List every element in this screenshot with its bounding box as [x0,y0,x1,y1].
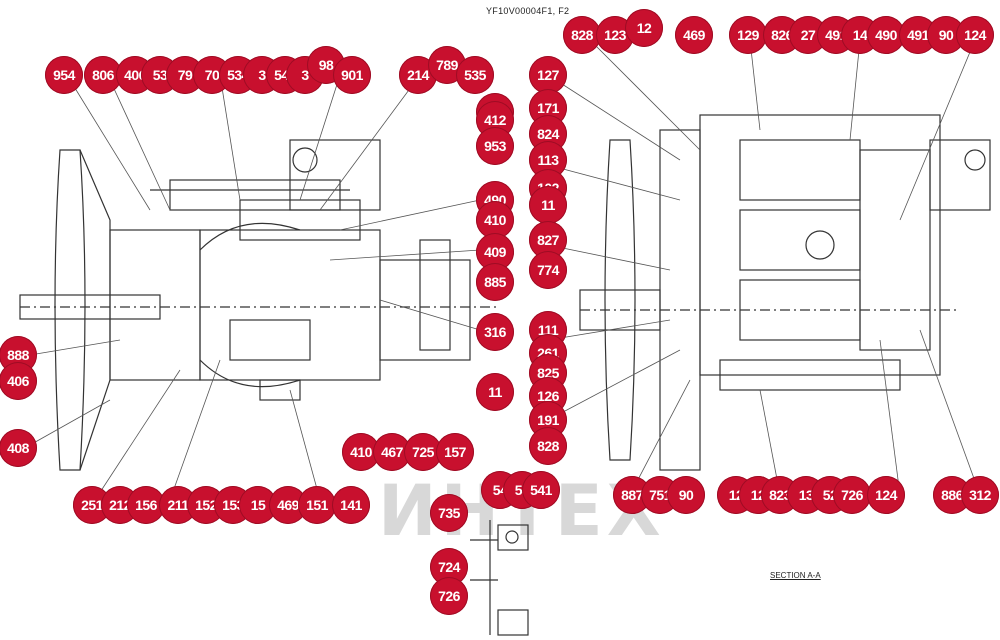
part-callout[interactable]: 953 [476,127,514,165]
part-callout[interactable]: 726 [430,577,468,615]
part-callout[interactable]: 312 [961,476,999,514]
part-callout[interactable]: 12 [625,9,663,47]
part-callout[interactable]: 316 [476,313,514,351]
left-assembly [19,139,500,471]
part-callout[interactable]: 409 [476,233,514,271]
part-callout[interactable]: 90 [667,476,705,514]
part-callout[interactable]: 127 [529,56,567,94]
part-callout[interactable]: 124 [867,476,905,514]
part-callout[interactable]: 885 [476,263,514,301]
part-callout[interactable]: 157 [436,433,474,471]
part-callout[interactable]: 541 [522,471,560,509]
leader-lines [29,39,981,501]
part-callout[interactable]: 467 [373,433,411,471]
part-callout[interactable]: 828 [563,16,601,54]
part-callout[interactable]: 124 [956,16,994,54]
part-callout[interactable]: 410 [476,201,514,239]
part-callout[interactable]: 774 [529,251,567,289]
part-callout[interactable]: 141 [332,486,370,524]
part-callout[interactable]: 129 [729,16,767,54]
part-callout[interactable]: 725 [404,433,442,471]
small-detail [470,520,529,636]
part-callout[interactable]: 11 [529,186,567,224]
right-assembly [579,114,991,471]
drawing-code: YF10V00004F1, F2 [486,6,570,16]
part-callout[interactable]: 735 [430,494,468,532]
part-callout[interactable]: 151 [298,486,336,524]
part-callout[interactable]: 726 [833,476,871,514]
part-callout[interactable]: 469 [675,16,713,54]
section-label: SECTION A-A [770,571,821,580]
part-callout[interactable]: 535 [456,56,494,94]
part-callout[interactable]: 408 [0,429,37,467]
part-callout[interactable]: 828 [529,427,567,465]
part-callout[interactable]: 11 [476,373,514,411]
part-callout[interactable]: 406 [0,362,37,400]
part-callout[interactable]: 490 [867,16,905,54]
part-callout[interactable]: 954 [45,56,83,94]
part-callout[interactable]: 806 [84,56,122,94]
part-callout[interactable]: 901 [333,56,371,94]
part-callout[interactable]: 156 [127,486,165,524]
